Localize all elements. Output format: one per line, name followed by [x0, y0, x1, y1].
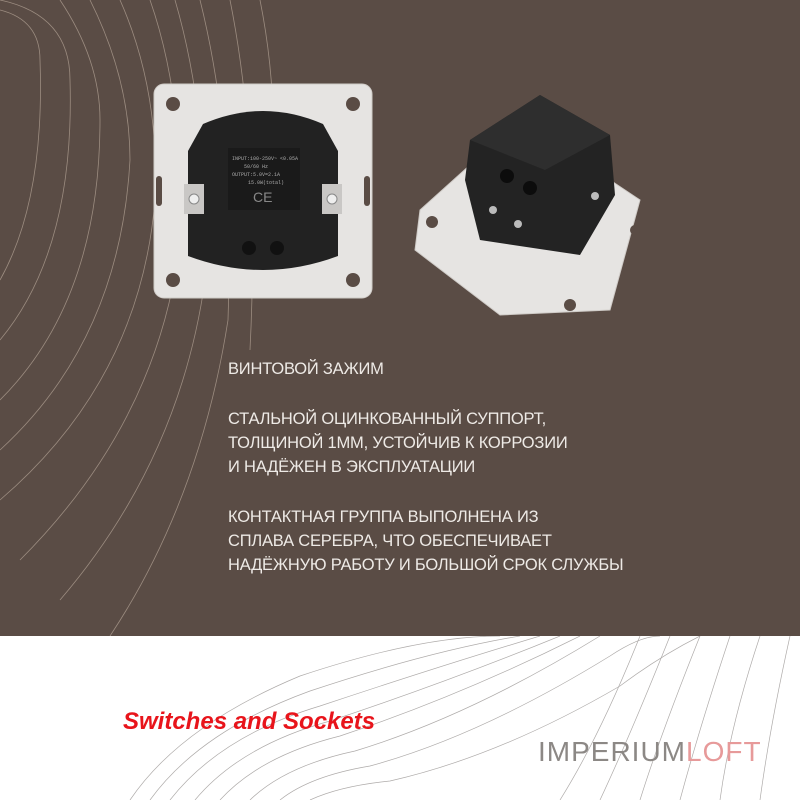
feature-steel-support: СТАЛЬНОЙ ОЦИНКОВАННЫЙ СУППОРТ, ТОЛЩИНОЙ … [228, 410, 568, 476]
footer-banner: Switches and Sockets IMPERIUMLOFT [0, 636, 800, 800]
svg-text:CE: CE [253, 189, 272, 205]
product-panel: INPUT:100-250V~ <0.05A 50/60 Hz OUTPUT:5… [0, 0, 800, 636]
svg-text:OUTPUT:5.0V=2.1A: OUTPUT:5.0V=2.1A [232, 172, 280, 178]
feature-silver-contacts: КОНТАКТНАЯ ГРУППА ВЫПОЛНЕНА ИЗ СПЛАВА СЕ… [228, 508, 624, 574]
feature-list: ВИНТОВОЙ ЗАЖИМ СТАЛЬНОЙ ОЦИНКОВАННЫЙ СУП… [228, 357, 624, 603]
brand-name-part2: LOFT [686, 736, 762, 767]
svg-text:15.0W(total): 15.0W(total) [248, 180, 284, 186]
svg-text:INPUT:100-250V~ <0.05A: INPUT:100-250V~ <0.05A [232, 156, 298, 162]
svg-text:50/60 Hz: 50/60 Hz [244, 164, 268, 170]
category-title: Switches and Sockets [123, 708, 376, 735]
product-image-back-view: INPUT:100-250V~ <0.05A 50/60 Hz OUTPUT:5… [153, 83, 373, 299]
brand-name-part1: IMPERIUM [538, 736, 686, 767]
feature-screw-clamp: ВИНТОВОЙ ЗАЖИМ [228, 360, 384, 378]
brand-logo: IMPERIUMLOFT [538, 736, 762, 768]
product-image-angled-view [414, 95, 641, 316]
footer-contour-lines [129, 636, 791, 800]
